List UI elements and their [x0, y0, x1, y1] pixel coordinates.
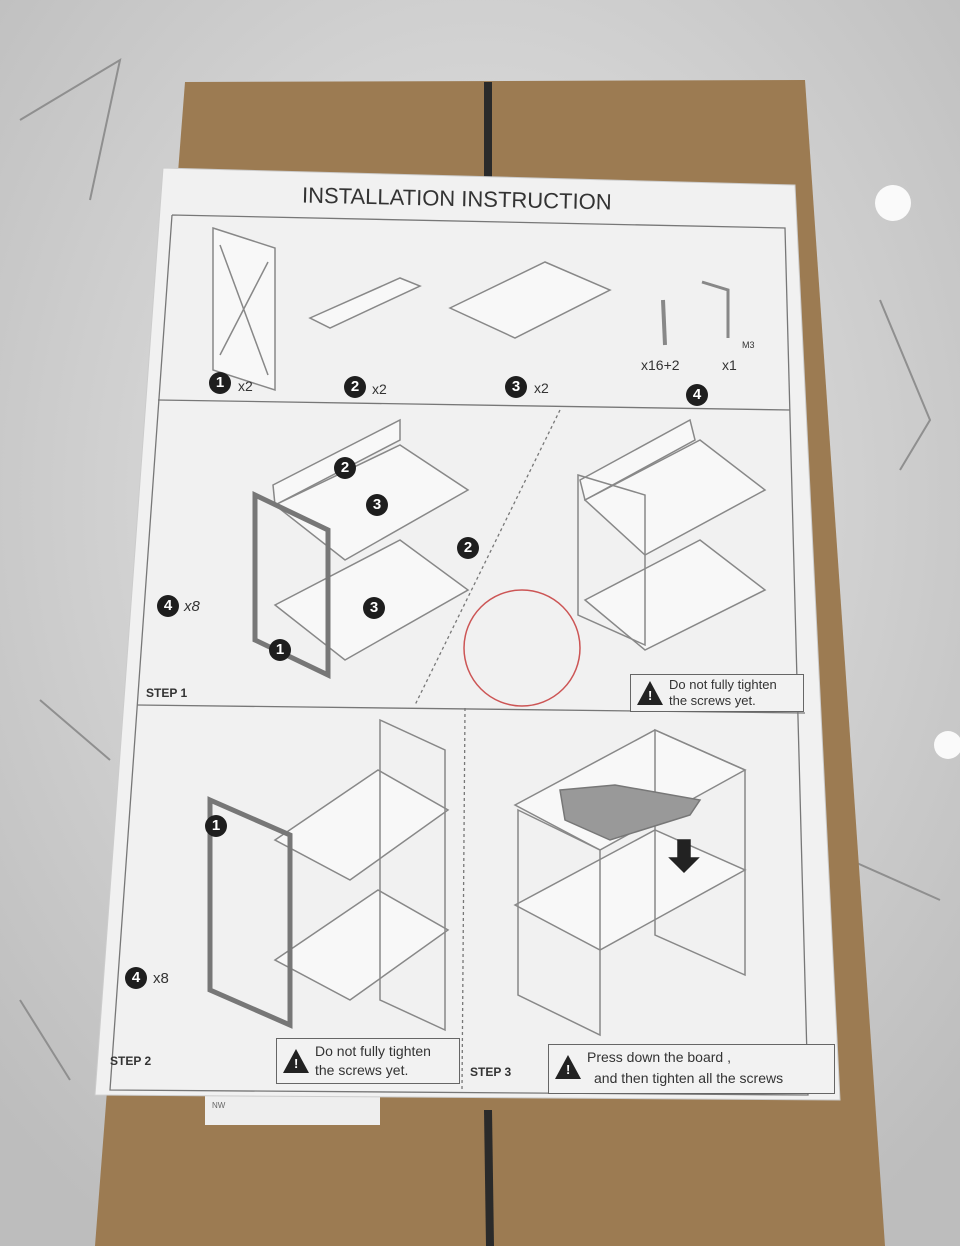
step-label: STEP 3: [470, 1065, 512, 1079]
marble-veins: [19, 57, 941, 1081]
step-label: STEP 1: [146, 686, 188, 700]
light-reflection: [875, 185, 911, 221]
warning-box: ! Do not fully tighten the screws yet.: [276, 1038, 460, 1084]
warning-box: ! Press down the board , and then tighte…: [548, 1044, 835, 1094]
light-reflection: [934, 731, 960, 759]
part-number-badge: 1: [209, 372, 231, 394]
warning-text: the screws yet.: [669, 693, 756, 708]
part-number-badge: 3: [505, 376, 527, 398]
callout-badge: 4: [125, 967, 147, 989]
side-frame-step1: [252, 491, 331, 679]
part-number-badge: 4: [686, 384, 708, 406]
warning-icon: !: [283, 1049, 309, 1073]
board-drawing: [448, 261, 612, 339]
callout-badge: 3: [366, 494, 388, 516]
part-qty: x2: [238, 378, 253, 394]
warning-text: and then tighten all the screws: [594, 1070, 784, 1086]
step-label: STEP 2: [110, 1054, 152, 1068]
callout-badge: 1: [205, 815, 227, 837]
callout-badge: 4: [157, 595, 179, 617]
shelf-drawing: [308, 277, 422, 329]
part-qty: x2: [372, 381, 387, 397]
part-drawings: [207, 226, 767, 1037]
hex-key-qty: x1: [722, 357, 737, 373]
screw-qty: x8: [153, 970, 169, 987]
screw-drawing: [661, 299, 667, 346]
warning-box: ! Do not fully tighten the screws yet.: [630, 674, 804, 712]
screw-qty: x16+2: [641, 357, 680, 373]
box-seam: [484, 1109, 494, 1246]
callout-badge: 2: [457, 537, 479, 559]
screw-qty: x8: [184, 598, 200, 615]
callout-badge: 2: [334, 457, 356, 479]
down-arrow-icon: [668, 839, 700, 874]
box-sticker-text: NW: [212, 1101, 226, 1110]
warning-icon: !: [637, 681, 663, 705]
side-frame-step2: [207, 796, 293, 1029]
hand-pressing-drawing: [559, 784, 702, 841]
warning-text: Do not fully tighten: [669, 677, 777, 692]
callout-badge: 1: [269, 639, 291, 661]
warning-text: Do not fully tighten: [315, 1043, 431, 1059]
warning-icon: !: [555, 1055, 581, 1079]
box-label: [205, 1095, 380, 1125]
part-qty: x2: [534, 380, 549, 396]
callout-badge: 3: [363, 597, 385, 619]
warning-text: the screws yet.: [315, 1062, 409, 1078]
detail-magnifier: [463, 589, 581, 707]
part-number-badge: 2: [344, 376, 366, 398]
warning-text: Press down the board ,: [587, 1049, 731, 1065]
hex-key-drawing: [701, 280, 730, 338]
hex-key-size: M3: [742, 340, 755, 350]
